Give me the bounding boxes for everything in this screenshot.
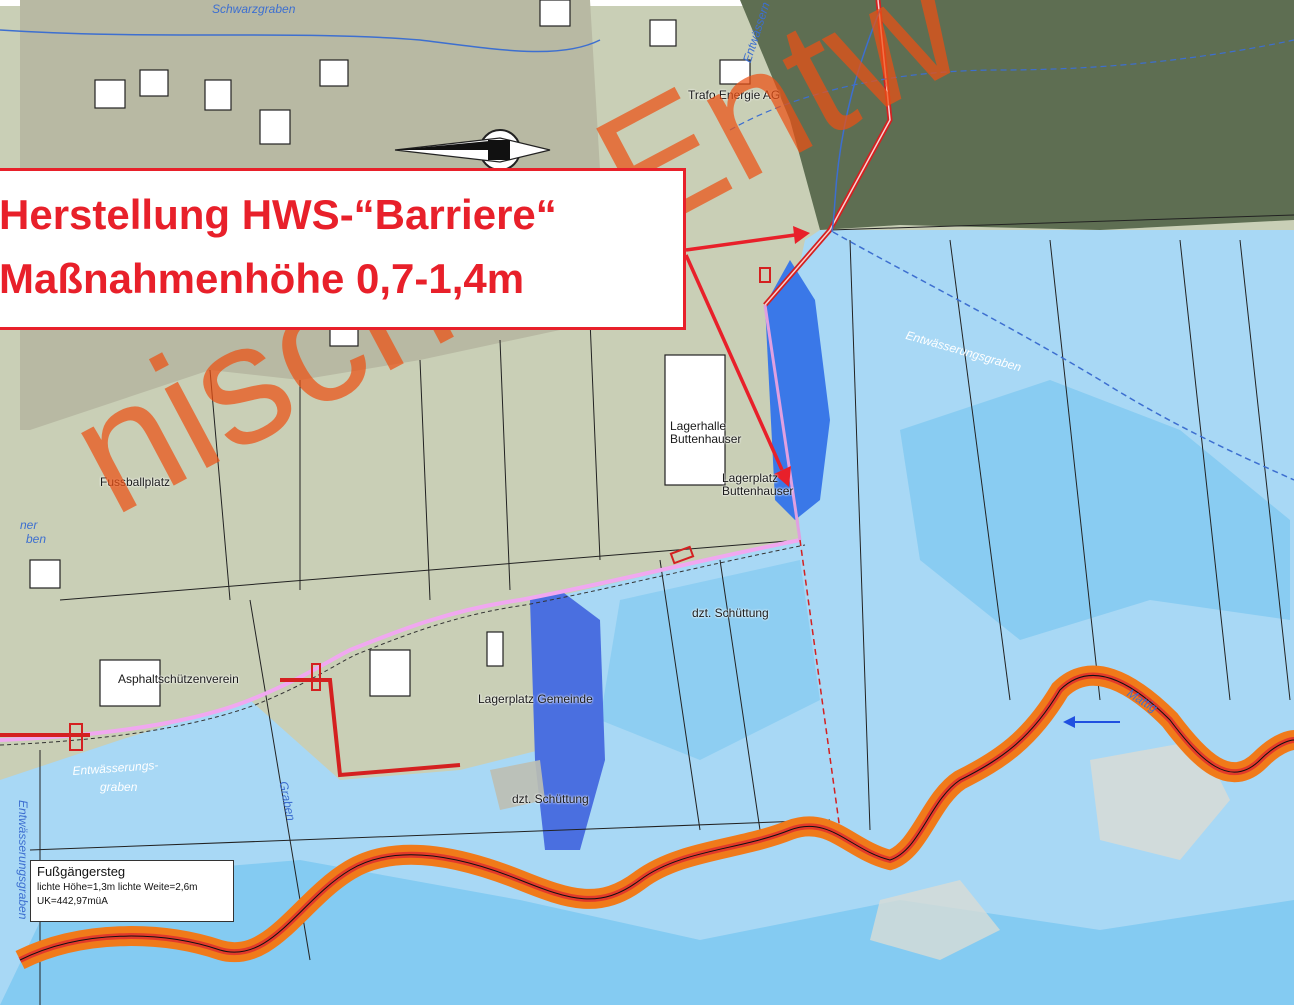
label-dzt-schuettung-1: dzt. Schüttung [692,606,769,620]
label-graben-left: graben [100,780,138,794]
flood-zone-deep-1 [765,260,830,520]
label-lagerplatz-gemeinde: Lagerplatz Gemeinde [478,692,593,706]
gravel-island-3 [490,760,545,810]
channel-entwaesserungsgraben [832,231,1294,481]
barrier-line-dashed [799,539,841,831]
flow-arrowhead-icon [1063,716,1075,728]
river-centerline [19,675,1294,961]
label-trafo: Trafo Energie AG [688,88,781,102]
label-lagerhalle: Lagerhalle Buttenhauser [670,419,742,446]
gravel-island-1 [1090,740,1230,860]
barrier-markers [69,267,771,751]
label-lagerplatz-buttenhauser: Lagerplatz Buttenhauser [722,471,794,498]
barrier-line-southwest [280,678,461,778]
callout-line-2: Maßnahmenhöhe 0,7-1,4m [0,255,525,302]
gravel-island-2 [870,880,1000,960]
label-dzt-schuettung-2: dzt. Schüttung [512,792,589,806]
label-ner: ner [20,518,38,532]
channel-north [831,9,881,233]
channel-schwarzgraben [0,29,601,53]
parcel-lines [29,214,1294,1005]
path-pink [0,538,801,742]
info-box-line-2: UK=442,97müA [37,896,108,907]
info-box-title: Fußgängersteg [37,864,126,879]
label-ben: ben [26,532,47,546]
north-arrow-icon [394,129,551,171]
callout-arrows [684,226,810,487]
flood-zone-mid-1 [900,380,1290,640]
label-fussballplatz: Fussballplatz [100,475,171,489]
top-border [0,0,1294,6]
forest-area [740,0,1294,230]
label-asphaltschuetzenverein: Asphaltschützenverein [118,672,239,686]
barrier-line-north-inner [764,0,891,306]
info-box-fussgaengersteg: Fußgängersteg lichte Höhe=1,3m lichte We… [30,860,234,922]
callout-line-1: Herstellung HWS-“Barriere“ [0,191,557,238]
label-entwaesserungsgraben-vertical: Entwässerungsgraben [16,800,30,920]
path-dashed [0,544,806,746]
barrier-line-east [763,304,802,541]
info-box-line-1: lichte Höhe=1,3m lichte Weite=2,6m [37,882,198,893]
callout-box: Herstellung HWS-“Barriere“ Maßnahmenhöhe… [0,168,686,330]
channel-north-dashed [729,39,1294,131]
flood-zone-deep-2 [530,590,605,850]
label-schwarzgraben: Schwarzgraben [212,2,296,16]
flood-zone-mid-2 [600,560,820,760]
